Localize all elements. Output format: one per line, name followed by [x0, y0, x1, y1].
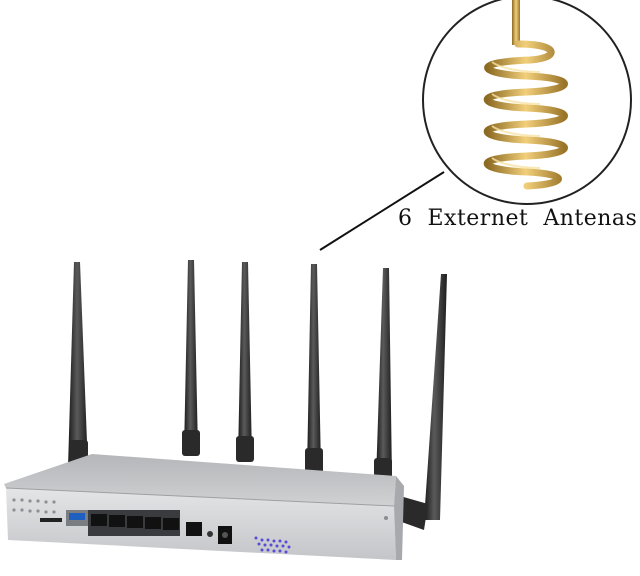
lan-ports — [88, 510, 180, 536]
sd-card-slot — [40, 518, 62, 522]
callout-line — [319, 171, 445, 251]
antenna — [424, 274, 447, 520]
router-chassis — [4, 454, 404, 560]
antenna-caption: 6 Externet Antenas — [398, 206, 638, 231]
status-leds — [12, 498, 56, 514]
wan-port — [186, 522, 202, 536]
antenna — [238, 262, 252, 458]
reset-button — [207, 531, 213, 537]
vent-pattern — [254, 536, 291, 554]
power-jack — [218, 526, 232, 544]
antenna — [184, 260, 198, 452]
usb-port — [66, 510, 88, 526]
antenna — [68, 262, 88, 468]
antenna — [307, 264, 321, 470]
antenna — [376, 268, 392, 480]
antennas — [68, 260, 447, 530]
antenna-coil-closeup — [422, 0, 632, 205]
